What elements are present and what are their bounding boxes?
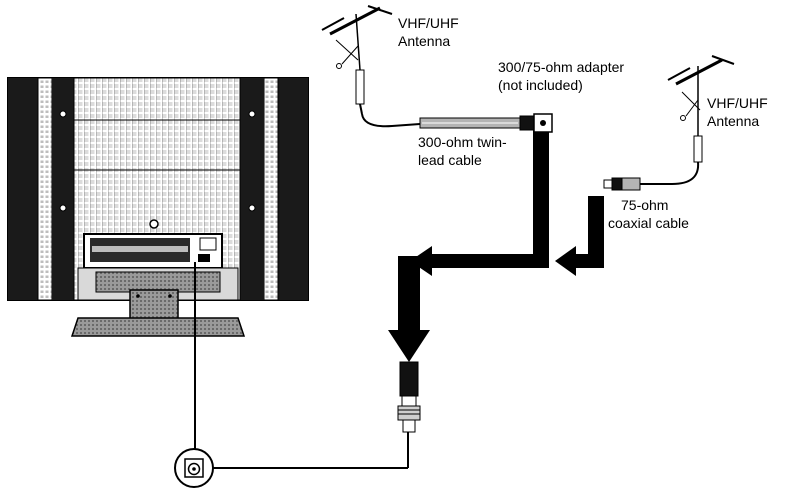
antenna-icon (321, 5, 421, 128)
arrow-icon (388, 128, 604, 362)
coax-label-line2: coaxial cable (608, 215, 689, 231)
adapter-label-line2: (not included) (498, 77, 583, 93)
antenna-right-label-line1: VHF/UHF (707, 95, 768, 111)
twinlead-label-line2: lead cable (418, 152, 482, 168)
antenna-right-label-line2: Antenna (707, 113, 759, 129)
twinlead-cable (419, 117, 521, 129)
adapter-label-line1: 300/75-ohm adapter (498, 59, 624, 75)
coax-label-line1: 75-ohm (621, 197, 668, 213)
coax-connector-icon (397, 361, 421, 433)
tv-rear-panel-icon (7, 77, 309, 337)
antenna-jack-icon (174, 432, 409, 488)
twinlead-label-line1: 300-ohm twin- (418, 134, 507, 150)
antenna-left-label-line1: VHF/UHF (398, 15, 459, 31)
antenna-icon (603, 55, 735, 191)
adapter-icon (519, 113, 553, 133)
antenna-left-label-line2: Antenna (398, 33, 450, 49)
